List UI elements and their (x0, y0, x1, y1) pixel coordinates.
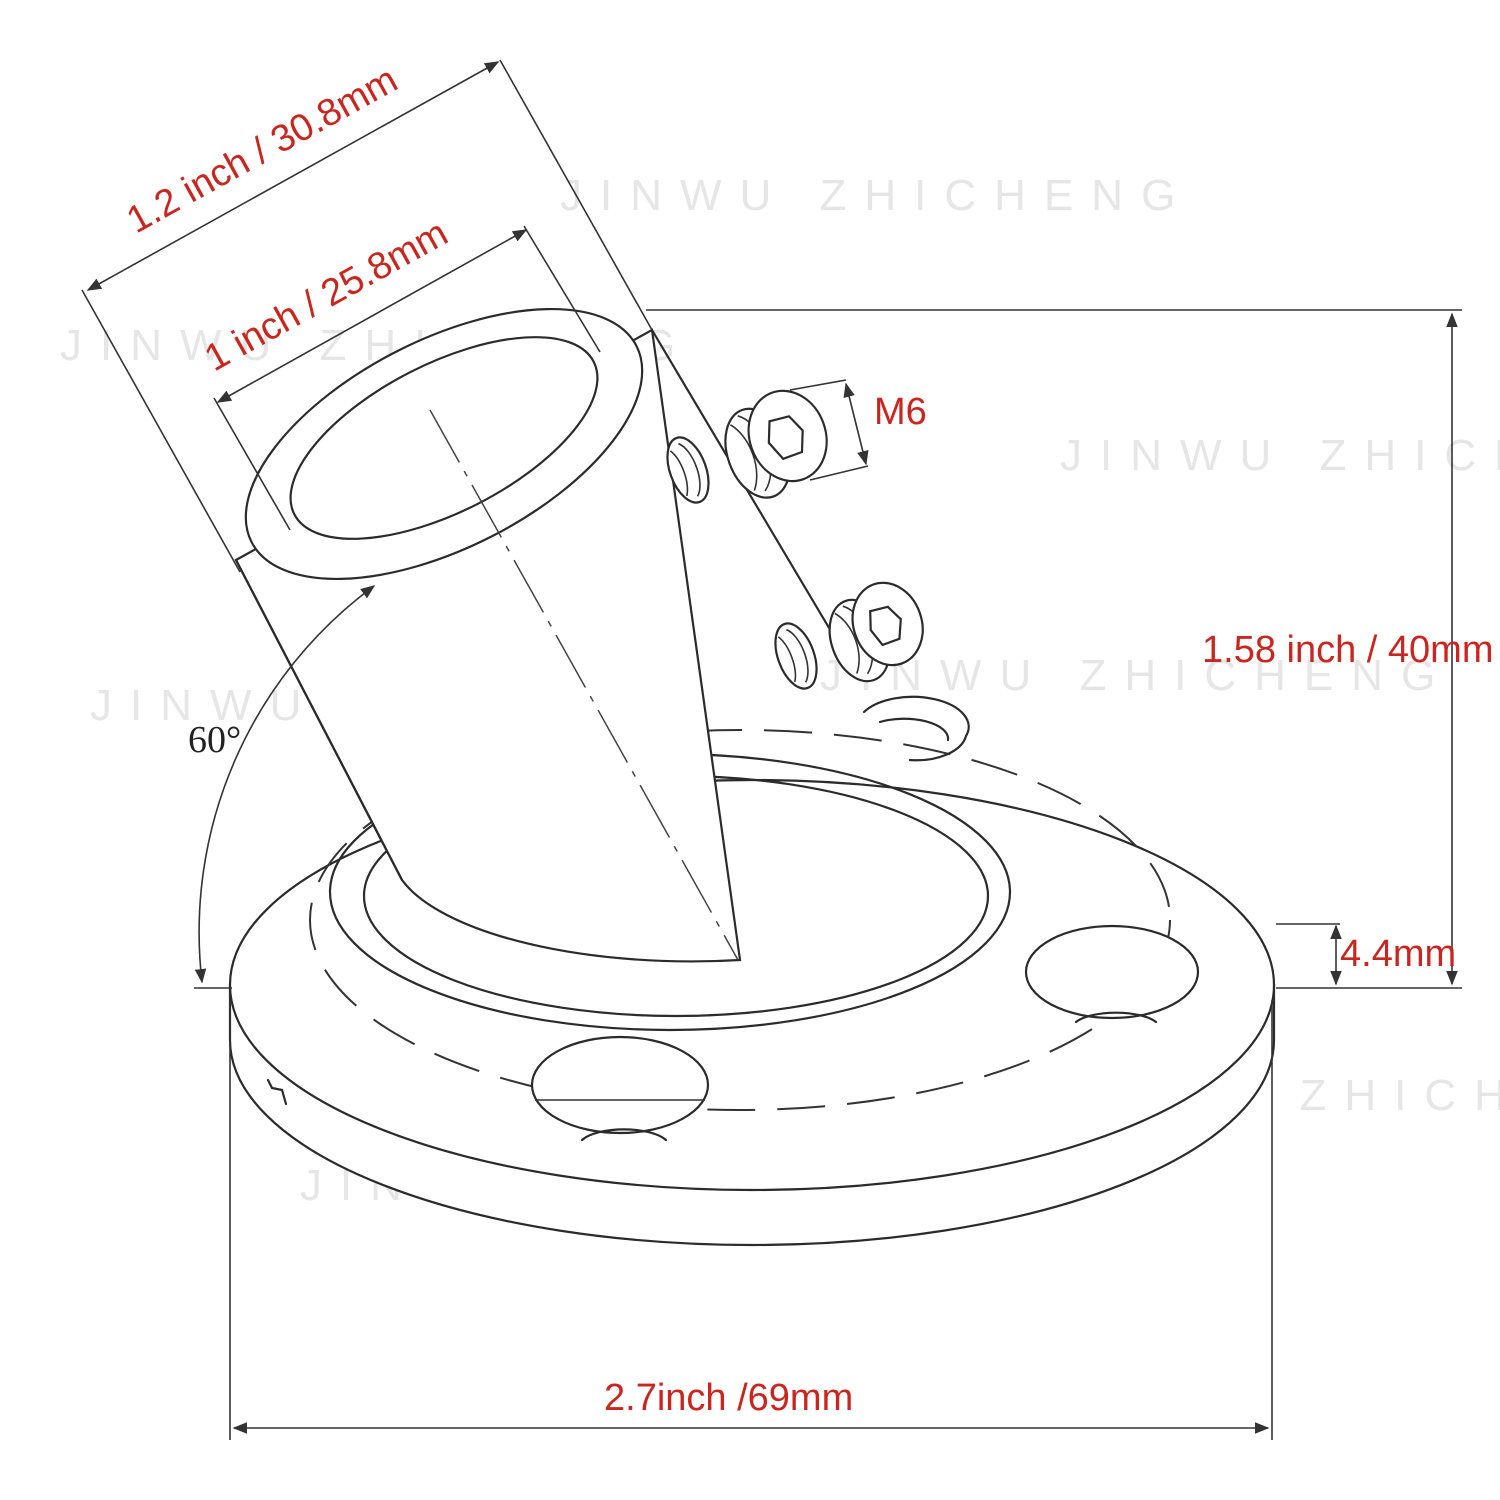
screw-size-label: M6 (874, 391, 927, 433)
watermark-text: JINWU ZHICHENG (1060, 431, 1500, 480)
set-screws (666, 389, 924, 690)
set-screw-upper (666, 436, 710, 504)
set-screw-upper-loose (724, 389, 828, 499)
mounting-holes (530, 695, 1200, 1142)
set-screw-lower (774, 622, 818, 690)
angled-tube (234, 307, 862, 963)
dimension-lines (81, 59, 1462, 1440)
watermark-text: JINWU ZHICHENG (820, 651, 1453, 700)
mounting-hole-right (1024, 924, 1200, 1024)
watermark-text: JINWU ZHICHENG (560, 171, 1193, 220)
thickness-label: 4.4mm (1340, 933, 1456, 975)
angle-label: 60° (188, 719, 241, 761)
mounting-hole-back (862, 695, 970, 762)
set-screw-lower-loose (828, 581, 924, 683)
height-label: 1.58 inch / 40mm (1202, 629, 1493, 671)
base-diameter-label: 2.7inch /69mm (604, 1377, 853, 1419)
outer-diameter-label: 1.2 inch / 30.8mm (120, 59, 405, 242)
mounting-hole-front (530, 1035, 710, 1142)
